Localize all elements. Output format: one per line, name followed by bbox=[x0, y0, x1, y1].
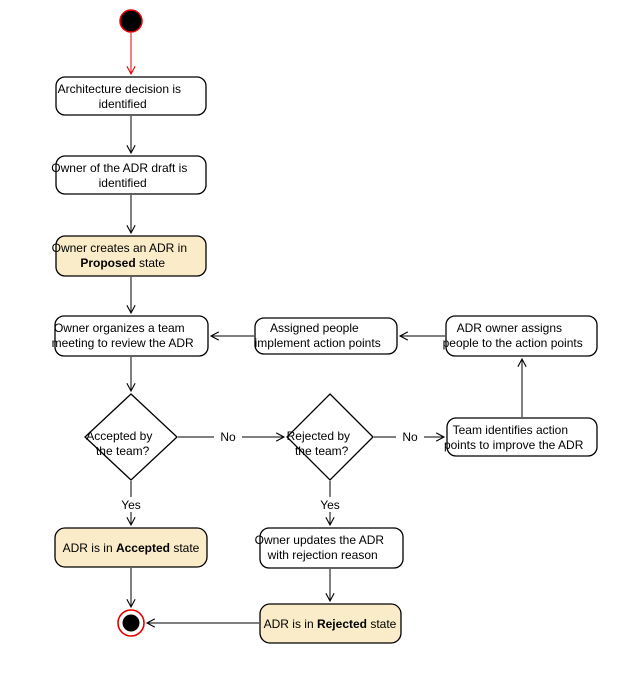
end-node-ring-icon bbox=[117, 609, 145, 637]
activity-box bbox=[259, 527, 404, 569]
activity-owner-updates-rejection: Owner updates the ADR with rejection rea… bbox=[255, 527, 404, 569]
edge-label-no-accepted: No bbox=[220, 430, 236, 444]
start-node bbox=[119, 9, 143, 33]
activity-label: Assigned people implement action points bbox=[0, 0, 397, 350]
state-box bbox=[259, 603, 402, 644]
activity-label: Owner of the ADR draft is identified bbox=[0, 0, 211, 190]
state-adr-proposed: Owner creates an ADR in Proposed state bbox=[0, 0, 210, 277]
start-node-icon bbox=[119, 9, 143, 33]
activity-label: Owner updates the ADR with rejection rea… bbox=[255, 533, 385, 562]
edge-labels: No No Yes Yes bbox=[117, 429, 424, 512]
activity-label: ADR owner assigns people to the action p… bbox=[0, 0, 599, 350]
activity-owner-draft-identified: Owner of the ADR draft is identified bbox=[0, 0, 211, 195]
state-label: ADR is in Accepted state bbox=[63, 541, 200, 555]
decision-label: Accepted by the team? bbox=[0, 0, 176, 458]
edge-label-yes-accepted: Yes bbox=[121, 498, 141, 512]
state-label: ADR is in Rejected state bbox=[264, 617, 397, 631]
activity-box bbox=[446, 417, 598, 457]
state-adr-rejected: ADR is in Rejected state bbox=[259, 603, 402, 644]
activity-team-meeting-review: Owner organizes a team meeting to review… bbox=[0, 0, 210, 357]
decision-accepted-by-team: Accepted by the team? bbox=[0, 0, 178, 481]
activity-box bbox=[254, 317, 398, 355]
state-label: Owner creates an ADR in Proposed state bbox=[0, 0, 210, 270]
activity-box bbox=[55, 155, 207, 195]
activity-label: Owner organizes a team meeting to review… bbox=[0, 0, 210, 350]
activity-box bbox=[55, 76, 207, 116]
activity-box bbox=[445, 315, 598, 357]
label-bg bbox=[316, 497, 345, 512]
activity-assigned-people-implement: Assigned people implement action points bbox=[0, 0, 398, 355]
state-box bbox=[54, 527, 208, 568]
activity-box bbox=[54, 315, 209, 357]
decision-diamond bbox=[286, 393, 374, 481]
end-node bbox=[117, 609, 145, 637]
decision-label: Rejected by the team? bbox=[0, 0, 373, 458]
label-bg bbox=[117, 497, 146, 512]
activity-architecture-decision-identified: Architecture decision is identified bbox=[0, 0, 207, 116]
state-box bbox=[55, 235, 207, 277]
activity-label: Team identifies action points to improve… bbox=[444, 423, 584, 452]
edge-label-yes-rejected: Yes bbox=[320, 498, 340, 512]
activity-owner-assigns-people: ADR owner assigns people to the action p… bbox=[0, 0, 599, 357]
edge-label-no-rejected: No bbox=[402, 430, 418, 444]
state-adr-accepted: ADR is in Accepted state bbox=[54, 527, 208, 568]
activity-label: Architecture decision is identified bbox=[0, 0, 204, 111]
decision-diamond bbox=[84, 393, 178, 481]
activity-team-identifies-action-points: Team identifies action points to improve… bbox=[444, 417, 598, 457]
decision-rejected-by-team: Rejected by the team? bbox=[0, 0, 374, 481]
label-bg bbox=[396, 429, 424, 444]
end-node-icon bbox=[122, 614, 140, 632]
label-bg bbox=[214, 429, 242, 444]
